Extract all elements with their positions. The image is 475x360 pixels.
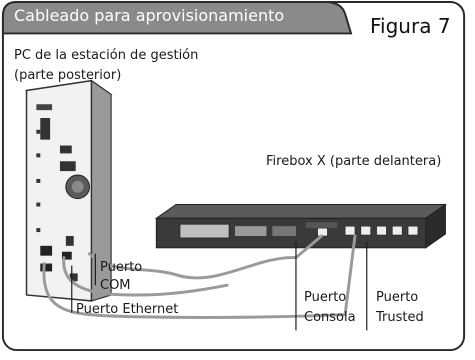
ethernet-cable (42, 234, 357, 319)
firebox-device (154, 203, 447, 249)
figure-frame (1, 0, 466, 352)
header-title: Cableado para aprovisionamiento (14, 6, 285, 25)
trusted-label-line1: Puerto (376, 290, 419, 305)
console-cable (87, 234, 323, 280)
trusted-label-line2: Trusted (376, 310, 424, 325)
leader-lines (71, 241, 368, 331)
figure-label: Figura 7 (370, 14, 451, 38)
ethernet-label: Puerto Ethernet (76, 302, 179, 317)
firebox-label: Firebox X (parte delantera) (266, 154, 442, 169)
header-banner (1, 0, 353, 35)
pc-tower (24, 79, 113, 302)
pc-label-line1: PC de la estación de gestión (14, 48, 199, 63)
console-label-line1: Puerto (304, 290, 347, 305)
com-label-line1: Puerto (100, 260, 143, 275)
pc-label-line2: (parte posterior) (14, 68, 122, 83)
com-label-line2: COM (100, 278, 131, 293)
console-label-line2: Consola (304, 310, 356, 325)
